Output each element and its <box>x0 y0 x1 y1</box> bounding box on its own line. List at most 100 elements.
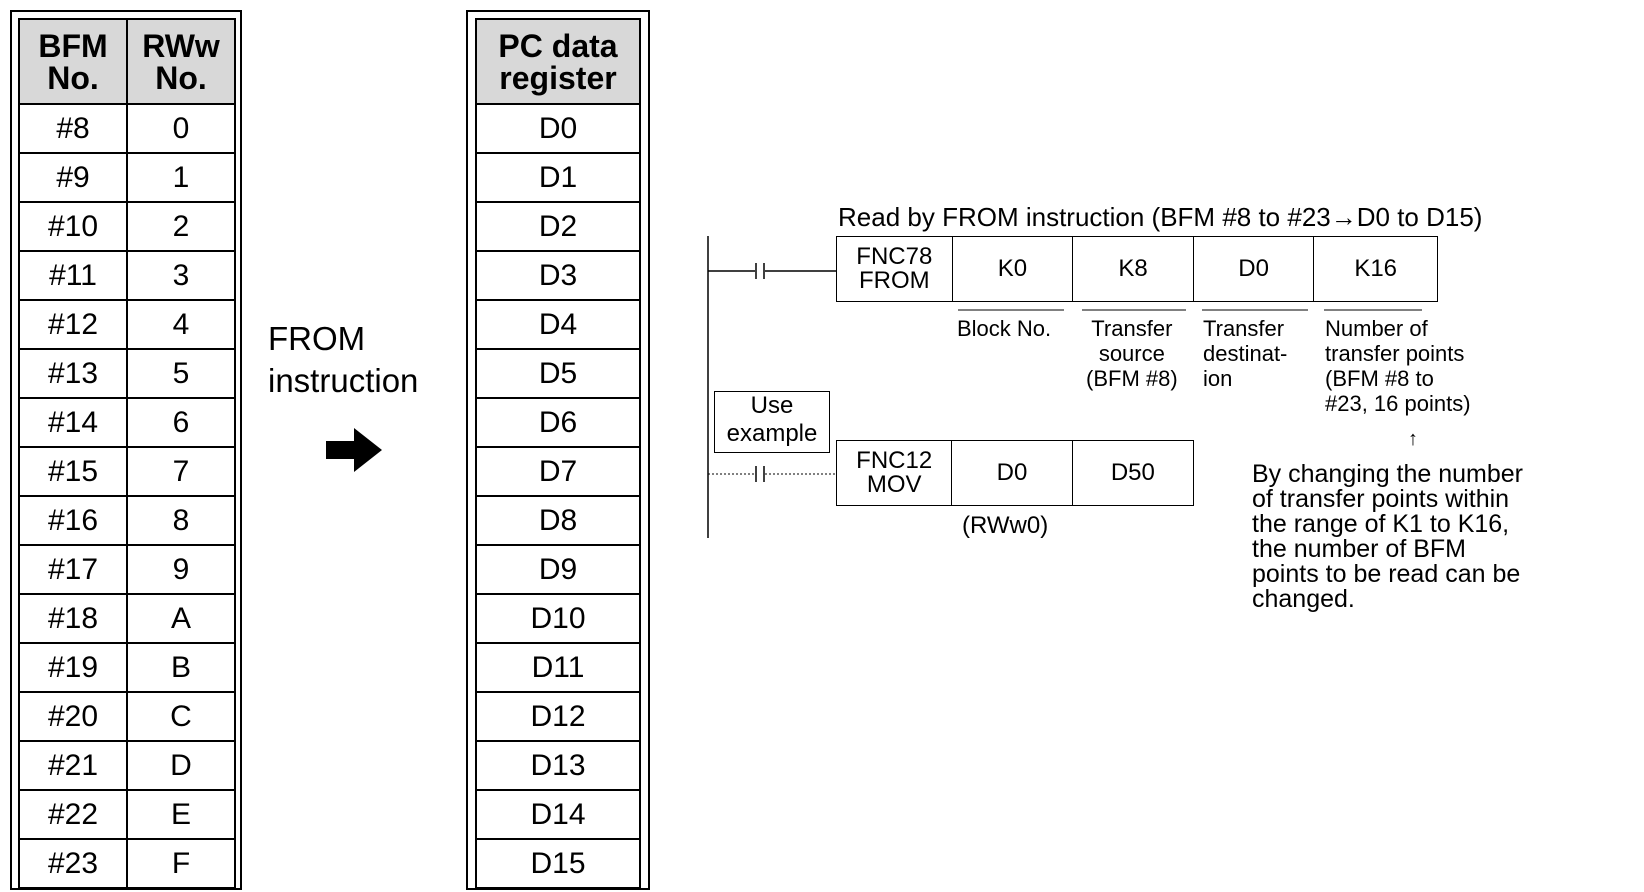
rww-no-cell: 7 <box>126 446 236 497</box>
pc-register-cell: D12 <box>475 691 641 742</box>
rww-no-cell: 1 <box>126 152 236 203</box>
bfm-no-cell: #14 <box>18 397 128 448</box>
pc-register-row: D2 <box>475 201 641 252</box>
pc-register-row: D14 <box>475 789 641 840</box>
operand-k8: K8 <box>1073 237 1194 301</box>
rww0-label: (RWw0) <box>962 512 1049 539</box>
pc-register-cell: D8 <box>475 495 641 546</box>
bfm-no-cell: #19 <box>18 642 128 693</box>
rww-no-cell: 6 <box>126 397 236 448</box>
rww-no-cell: C <box>126 691 236 742</box>
pc-register-cell: D2 <box>475 201 641 252</box>
pc-register-cell: D1 <box>475 152 641 203</box>
pc-register-row: D11 <box>475 642 641 693</box>
bfm-no-cell: #22 <box>18 789 128 840</box>
pc-register-row: D12 <box>475 691 641 742</box>
pc-register-row: D5 <box>475 348 641 399</box>
pc-register-cell: D14 <box>475 789 641 840</box>
pc-register-row: D1 <box>475 152 641 203</box>
pc-data-register-header: PC data register <box>475 18 641 105</box>
pc-register-row: D13 <box>475 740 641 791</box>
rww-no-cell: B <box>126 642 236 693</box>
block-no-desc: Block No. <box>957 316 1052 341</box>
pc-register-row: D4 <box>475 299 641 350</box>
read-from-title: Read by FROM instruction (BFM #8 to #23→… <box>838 202 1483 232</box>
rww-no-cell: E <box>126 789 236 840</box>
bfm-no-cell: #23 <box>18 838 128 889</box>
bfm-no-cell: #18 <box>18 593 128 644</box>
pc-register-row: D6 <box>475 397 641 448</box>
bfm-no-cell: #9 <box>18 152 128 203</box>
pc-register-cell: D15 <box>475 838 641 889</box>
pc-register-row: D3 <box>475 250 641 301</box>
operand-k16: K16 <box>1354 255 1398 282</box>
bfm-no-cell: #12 <box>18 299 128 350</box>
bfm-no-cell: #21 <box>18 740 128 791</box>
operand-d50: D50 <box>1110 459 1155 486</box>
pc-register-frame <box>466 10 650 890</box>
operand-d0: D0 <box>1194 237 1315 301</box>
bfm-no-cell: #13 <box>18 348 128 399</box>
pc-register-cell: D7 <box>475 446 641 497</box>
pc-register-cell: D10 <box>475 593 641 644</box>
bfm-frame <box>10 10 242 890</box>
bfm-no-cell: #17 <box>18 544 128 595</box>
rww-no-cell: 2 <box>126 201 236 252</box>
pc-register-row: D9 <box>475 544 641 595</box>
pc-register-cell: D5 <box>475 348 641 399</box>
rww-no-cell: 0 <box>126 103 236 154</box>
transfer-destination-desc: Transfer destinat- ion <box>1203 316 1288 391</box>
right-arrow-icon <box>326 428 382 477</box>
pc-register-row: D10 <box>475 593 641 644</box>
transfer-points-note: By changing the number of transfer point… <box>1252 460 1524 613</box>
rww-no-header: RWw No. <box>126 18 236 105</box>
transfer-points-desc: Number of transfer points (BFM #8 to #23… <box>1325 316 1471 416</box>
up-arrow-icon: ↑ <box>1408 428 1418 450</box>
rww-no-cell: D <box>126 740 236 791</box>
rww-no-cell: 4 <box>126 299 236 350</box>
pc-register-row: D8 <box>475 495 641 546</box>
rww-no-cell: 3 <box>126 250 236 301</box>
pc-register-row: D7 <box>475 446 641 497</box>
pc-register-cell: D4 <box>475 299 641 350</box>
operand-k0: K0 <box>953 237 1074 301</box>
pc-register-cell: D0 <box>475 103 641 154</box>
operand-d0-source: D0 <box>952 441 1073 505</box>
rww-no-cell: 8 <box>126 495 236 546</box>
bfm-no-header: BFM No. <box>18 18 128 105</box>
transfer-source-desc: Transfer source (BFM #8) <box>1086 316 1178 391</box>
bfm-no-cell: #10 <box>18 201 128 252</box>
pc-register-cell: D13 <box>475 740 641 791</box>
rww-no-cell: A <box>126 593 236 644</box>
use-example-label: Use example <box>714 391 830 453</box>
from-instruction-label: FROM instruction <box>268 320 419 399</box>
pc-register-cell: D9 <box>475 544 641 595</box>
rww-no-cell: F <box>126 838 236 889</box>
bfm-no-cell: #11 <box>18 250 128 301</box>
pc-register-cell: D3 <box>475 250 641 301</box>
pc-register-row: D0 <box>475 103 641 154</box>
bfm-no-cell: #16 <box>18 495 128 546</box>
pc-register-cell: D6 <box>475 397 641 448</box>
